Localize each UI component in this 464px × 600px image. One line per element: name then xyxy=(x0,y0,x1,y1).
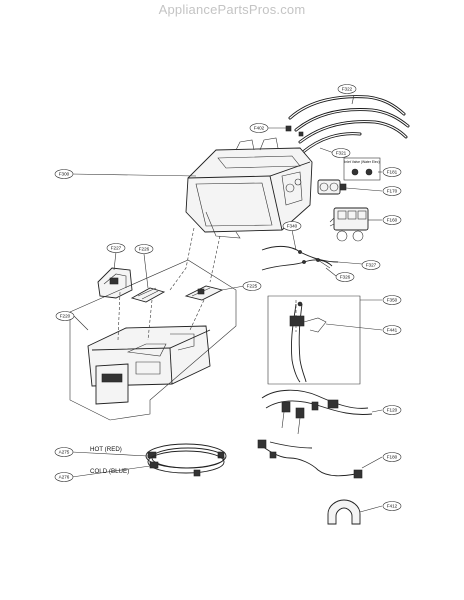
svg-text:F321: F321 xyxy=(336,151,347,156)
callout-F402[interactable]: F402 xyxy=(249,123,269,133)
callout-F225[interactable]: F225 xyxy=(242,281,262,291)
callout-F441[interactable]: F441 xyxy=(382,325,402,335)
siphon-cap-right[interactable] xyxy=(184,285,224,301)
siphon-cap-middle[interactable] xyxy=(130,287,166,303)
callout-F181[interactable]: F181 xyxy=(382,167,402,177)
callout-F322[interactable]: F322 xyxy=(337,84,357,94)
valve-note-box: Inlet Valve (Water Elec) xyxy=(343,157,381,181)
svg-text:F327: F327 xyxy=(366,263,377,268)
svg-text:F181: F181 xyxy=(387,170,398,175)
callout-A276[interactable]: A276 xyxy=(54,472,74,482)
callout-F340[interactable]: F340 xyxy=(282,221,302,231)
svg-text:F226: F226 xyxy=(139,247,150,252)
svg-text:F326: F326 xyxy=(340,275,351,280)
svg-text:F350: F350 xyxy=(387,298,398,303)
callout-F327[interactable]: F327 xyxy=(361,260,381,270)
dispenser-housing[interactable] xyxy=(185,137,313,239)
sensor-wire[interactable] xyxy=(257,439,363,479)
leader-lines xyxy=(71,94,383,513)
callout-F350[interactable]: F350 xyxy=(382,295,402,305)
hot-hose-label: HOT (RED) xyxy=(90,446,122,453)
hose-clip[interactable] xyxy=(327,499,361,525)
svg-text:F322: F322 xyxy=(342,87,353,92)
svg-text:F300: F300 xyxy=(59,172,70,177)
callout-F120[interactable]: F120 xyxy=(382,405,402,415)
callout-F321[interactable]: F321 xyxy=(331,148,351,158)
top-hose-assembly[interactable] xyxy=(285,95,410,154)
callout-F226[interactable]: F226 xyxy=(134,244,154,254)
svg-text:F220: F220 xyxy=(60,314,71,319)
inlet-hose-cold[interactable] xyxy=(147,450,225,477)
svg-text:F225: F225 xyxy=(247,284,258,289)
watermark-text: AppliancePartsPros.com xyxy=(158,2,306,17)
callout-F160[interactable]: F160 xyxy=(382,215,402,225)
callout-A275[interactable]: A275 xyxy=(54,447,74,457)
callout-F220[interactable]: F220 xyxy=(55,311,75,321)
svg-text:F441: F441 xyxy=(387,328,398,333)
lower-harness[interactable] xyxy=(261,389,373,435)
callout-F412[interactable]: F412 xyxy=(382,501,402,511)
svg-text:F412: F412 xyxy=(387,504,398,509)
svg-text:F402: F402 xyxy=(254,126,265,131)
valve-note-text: Inlet Valve (Water Elec) xyxy=(344,160,379,164)
svg-text:F180: F180 xyxy=(387,455,398,460)
svg-text:F160: F160 xyxy=(387,218,398,223)
callout-F170[interactable]: F170 xyxy=(382,186,402,196)
svg-text:A276: A276 xyxy=(59,475,70,480)
softener-cap[interactable] xyxy=(97,267,133,299)
small-valve[interactable] xyxy=(317,179,347,195)
svg-text:F170: F170 xyxy=(387,189,398,194)
svg-text:F340: F340 xyxy=(287,224,298,229)
svg-text:A275: A275 xyxy=(59,450,70,455)
svg-text:F120: F120 xyxy=(387,408,398,413)
callout-F227[interactable]: F227 xyxy=(106,243,126,253)
inlet-hose-hot[interactable] xyxy=(145,443,227,469)
callout-F326[interactable]: F326 xyxy=(335,272,355,282)
small-hose-set[interactable] xyxy=(261,245,339,271)
callout-F300[interactable]: F300 xyxy=(54,169,74,179)
harness-box[interactable] xyxy=(267,295,361,385)
main-inlet-valve[interactable] xyxy=(329,207,369,242)
dispenser-drawer[interactable] xyxy=(87,325,211,405)
callout-F180[interactable]: F180 xyxy=(382,452,402,462)
svg-text:F227: F227 xyxy=(111,246,122,251)
